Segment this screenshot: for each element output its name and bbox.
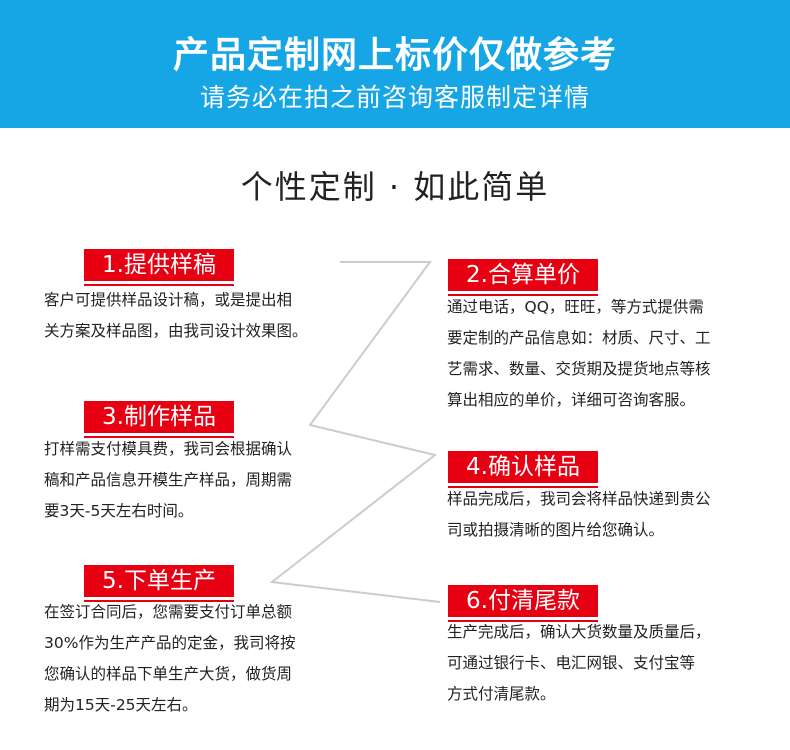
step-2-label: 2.合算单价 [466, 262, 580, 288]
step-2-line: 通过电话，QQ，旺旺，等方式提供需 [447, 298, 704, 316]
step-3-line: 稿和产品信息开模生产样品，周期需 [44, 471, 293, 489]
step-6-line: 生产完成后，确认大货数量及质量后， [447, 623, 711, 641]
step-2-line: 艺需求、数量、交货期及提货地点等核 [447, 360, 711, 378]
top-banner: 产品定制网上标价仅做参考 请务必在拍之前咨询客服制定详情 [0, 0, 790, 128]
step-6-description: 生产完成后，确认大货数量及质量后， 可通过银行卡、电汇网银、支付宝等 方式付清尾… [447, 617, 711, 710]
step-3-line: 要3天-5天左右时间。 [44, 502, 194, 520]
step-3-tag: 3.制作样品 [84, 401, 234, 438]
step-4-label: 4.确认样品 [466, 454, 580, 480]
step-1-tag: 1.提供样稿 [84, 249, 234, 286]
step-2-description: 通过电话，QQ，旺旺，等方式提供需 要定制的产品信息如：材质、尺寸、工 艺需求、… [447, 292, 711, 416]
step-4-line: 司或拍摄清晰的图片给您确认。 [447, 521, 665, 539]
step-6-tag: 6.付清尾款 [448, 585, 598, 622]
step-3-description: 打样需支付模具费，我司会根据确认 稿和产品信息开模生产样品，周期需 要3天-5天… [44, 434, 292, 527]
step-1-description: 客户可提供样品设计稿，或是提出相 关方案及样品图，由我司设计效果图。 [44, 285, 308, 347]
step-2-tag: 2.合算单价 [448, 259, 598, 296]
step-5-label: 5.下单生产 [102, 568, 216, 594]
step-5-line: 在签订合同后，您需要支付订单总额 [44, 603, 293, 621]
step-5-line: 30%作为生产产品的定金，我司将按 [44, 634, 296, 652]
step-5-line: 期为15天-25天左右。 [44, 696, 198, 714]
step-1-line: 客户可提供样品设计稿，或是提出相 [44, 291, 293, 309]
step-4-line: 样品完成后，我司会将样品快递到贵公 [447, 490, 711, 508]
step-6-label: 6.付清尾款 [466, 588, 580, 614]
section-heading: 个性定制 · 如此简单 [240, 168, 550, 206]
step-3-line: 打样需支付模具费，我司会根据确认 [44, 440, 293, 458]
step-5-description: 在签订合同后，您需要支付订单总额 30%作为生产产品的定金，我司将按 您确认的样… [44, 597, 295, 721]
step-6-line: 可通过银行卡、电汇网银、支付宝等 [447, 654, 696, 672]
banner-subtitle: 请务必在拍之前咨询客服制定详情 [199, 83, 590, 112]
banner-title: 产品定制网上标价仅做参考 [172, 35, 617, 76]
step-6-line: 方式付清尾款。 [447, 685, 556, 703]
step-4-description: 样品完成后，我司会将样品快递到贵公 司或拍摄清晰的图片给您确认。 [447, 484, 711, 546]
step-2-line: 要定制的产品信息如：材质、尺寸、工 [447, 329, 711, 347]
step-3-label: 3.制作样品 [102, 404, 216, 430]
step-5-tag: 5.下单生产 [84, 565, 234, 602]
step-4-tag: 4.确认样品 [448, 451, 598, 488]
step-2-line: 算出相应的单价，详细可咨询客服。 [447, 391, 696, 409]
step-1-label: 1.提供样稿 [102, 252, 216, 278]
step-5-line: 您确认的样品下单生产大货，做货周 [44, 665, 293, 683]
step-1-line: 关方案及样品图，由我司设计效果图。 [44, 322, 308, 340]
